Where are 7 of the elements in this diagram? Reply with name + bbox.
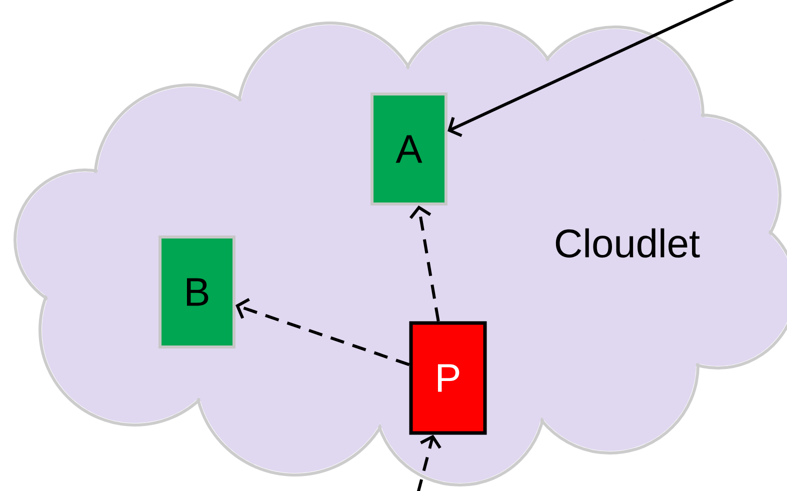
arrow <box>409 206 440 322</box>
arrow <box>448 0 736 137</box>
node-box: A <box>370 92 448 206</box>
arrow <box>416 434 442 491</box>
node-box: P <box>409 321 487 435</box>
node-box: B <box>158 236 236 348</box>
arrow <box>236 298 410 366</box>
